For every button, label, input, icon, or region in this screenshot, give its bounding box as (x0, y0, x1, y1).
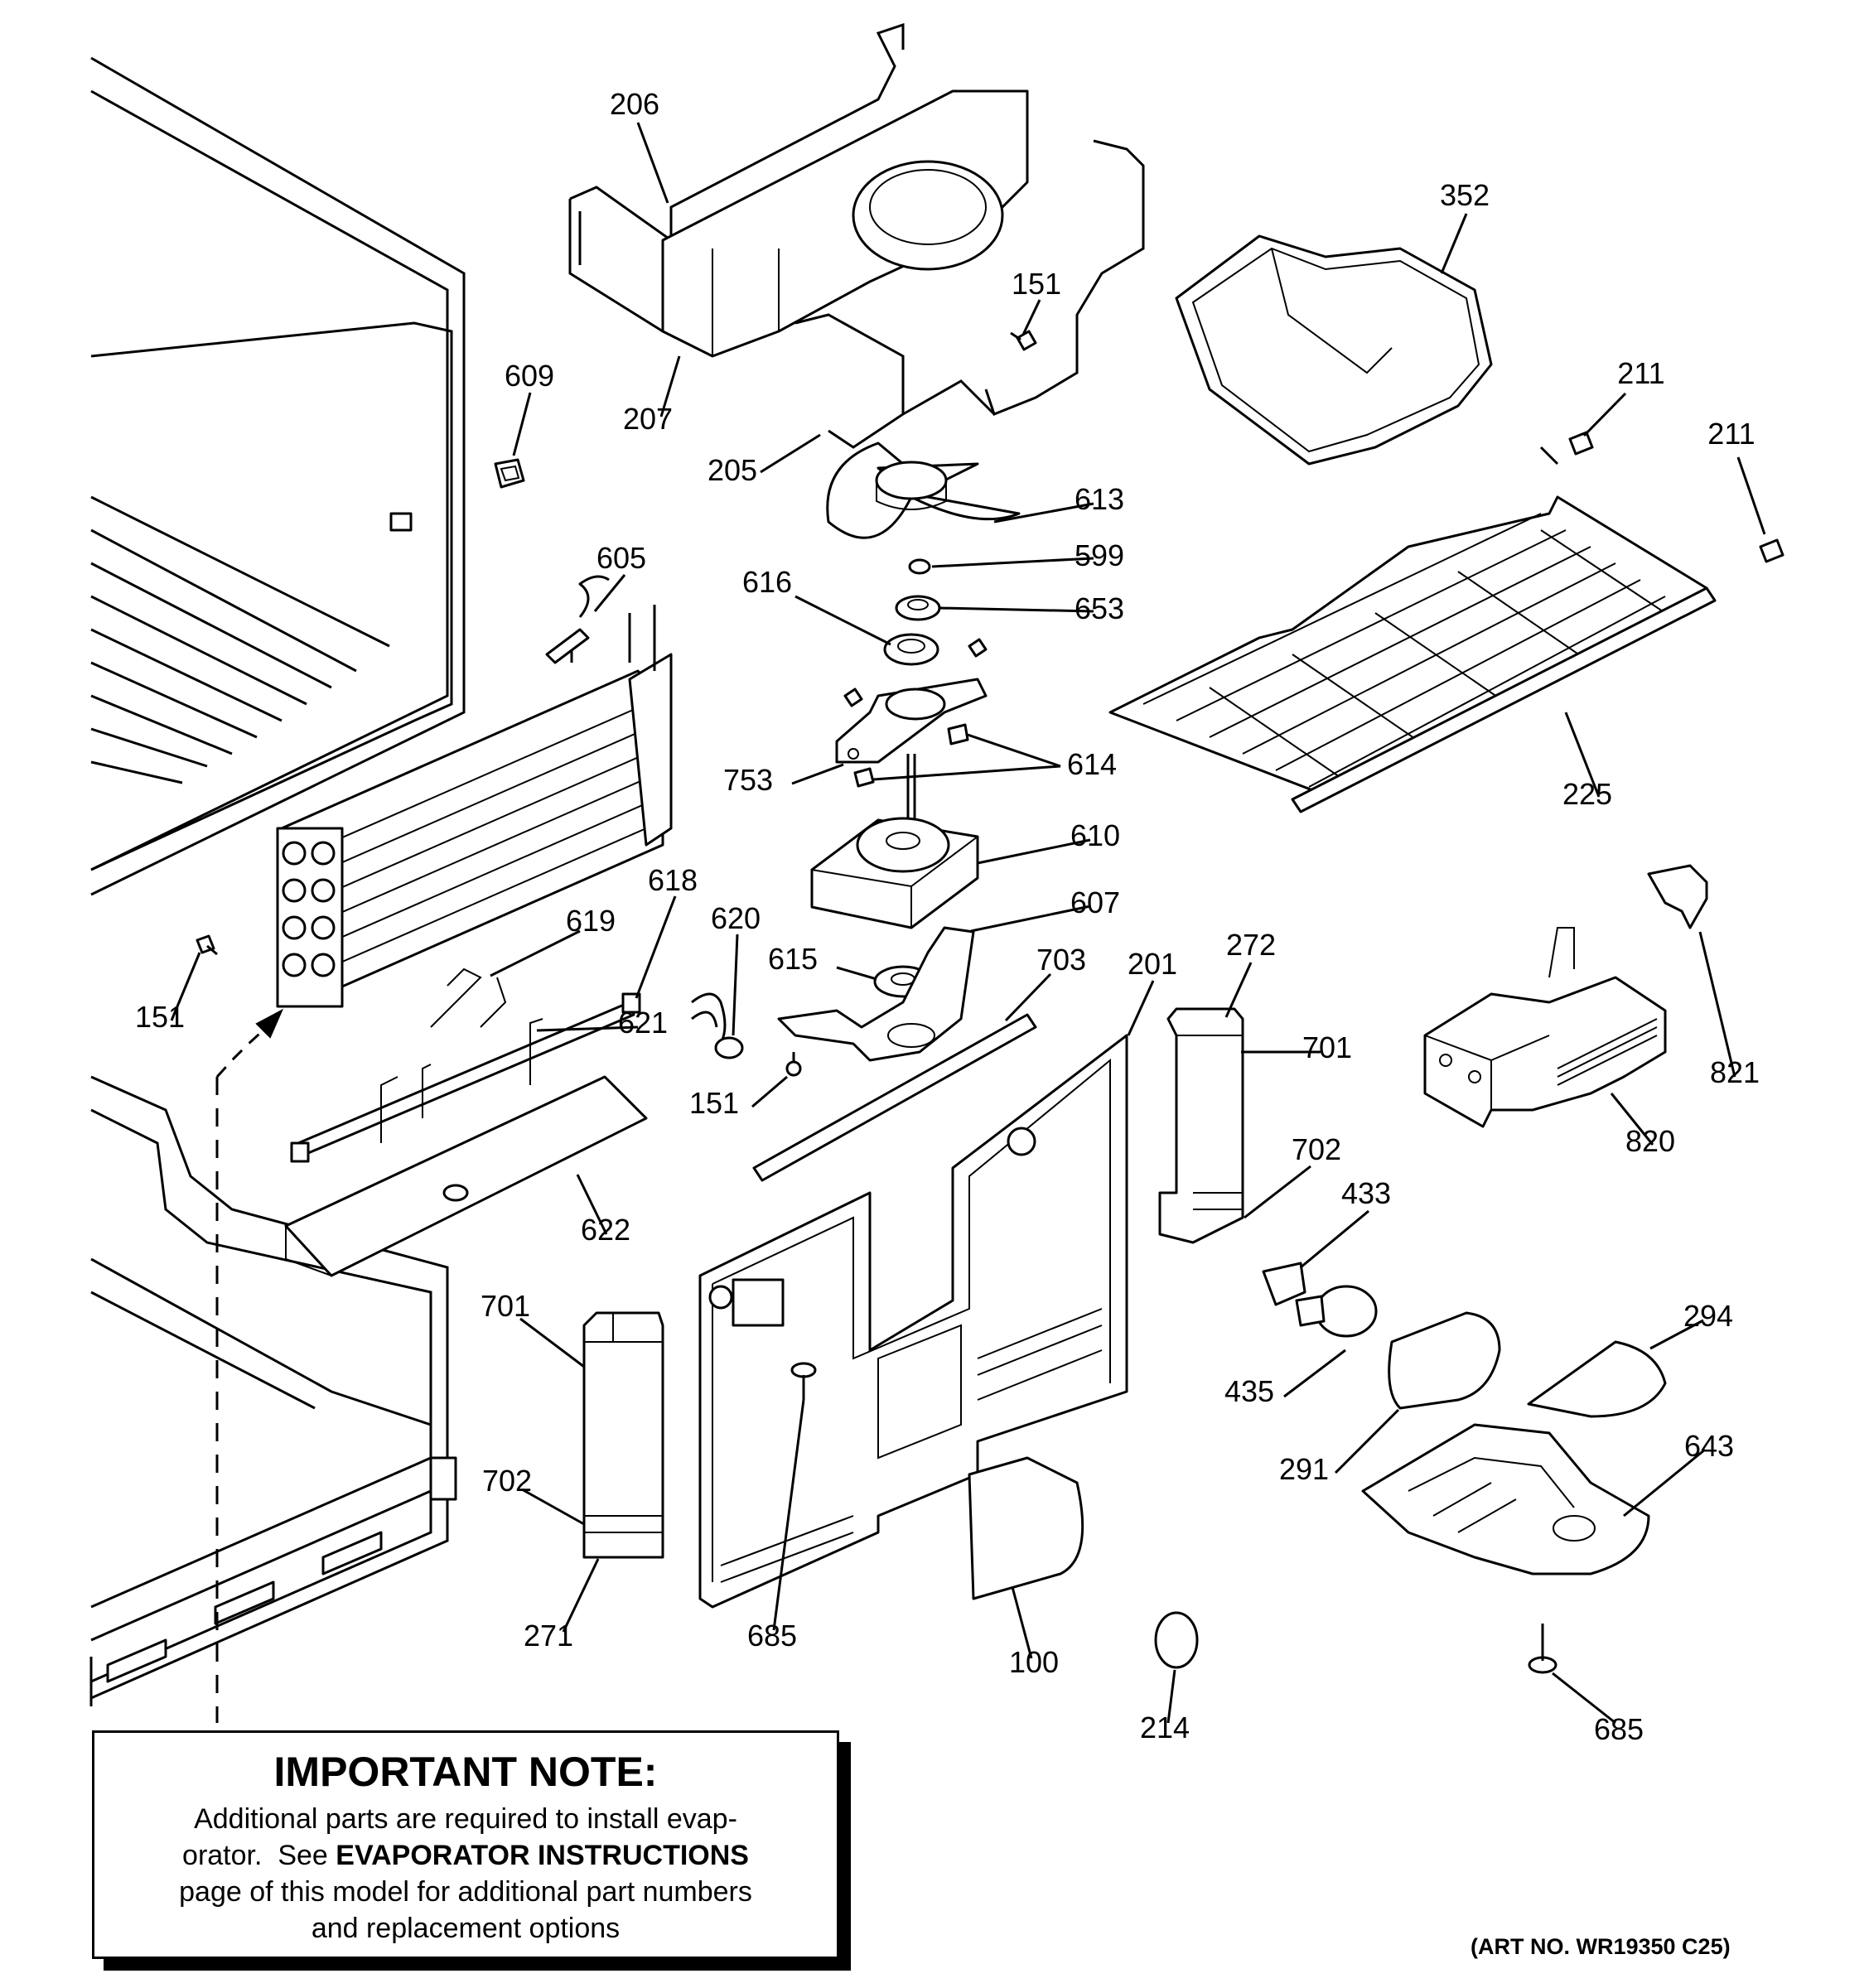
callout-labels: 206 207 205 151 352 211 211 609 613 599 653 616 605 6… (135, 87, 1760, 1746)
screw-685-panel (790, 1362, 817, 1400)
fan-motor (810, 754, 979, 929)
important-note-box: IMPORTANT NOTE: Additional parts are req… (92, 1730, 839, 1959)
clip-211a (1568, 431, 1594, 456)
callout-c433: 433 (1341, 1176, 1391, 1210)
callout-c685a: 685 (747, 1619, 797, 1653)
callout-c615: 615 (768, 942, 818, 976)
callout-c702b: 702 (482, 1464, 532, 1498)
callout-c352: 352 (1440, 178, 1490, 212)
cabinet-outline (89, 56, 466, 1706)
callout-c820: 820 (1625, 1124, 1675, 1158)
motor-bracket-753 (835, 678, 988, 764)
callout-c100: 100 (1009, 1645, 1059, 1679)
callout-c622: 622 (581, 1213, 630, 1247)
callout-c201: 201 (1128, 947, 1177, 981)
leader-lines (170, 122, 1766, 1725)
callout-c211b: 211 (1707, 417, 1755, 451)
callout-c821: 821 (1710, 1055, 1760, 1089)
note-line-4: and replacement options (311, 1913, 621, 1944)
callout-c151c: 151 (689, 1086, 739, 1120)
callout-c599: 599 (1075, 538, 1124, 572)
screw-151-left (196, 934, 218, 956)
light-housing (1361, 1423, 1650, 1575)
air-duct-upper (1158, 1007, 1244, 1244)
callout-c205: 205 (708, 453, 757, 487)
cover-294 (1527, 1340, 1667, 1418)
note-body: Additional parts are required to install… (94, 1801, 837, 1947)
light-shield (1388, 1311, 1501, 1410)
cup-100 (968, 1456, 1084, 1600)
bracket-607 (777, 926, 975, 1062)
note-title: IMPORTANT NOTE: (273, 1749, 658, 1795)
screw-685-right (1528, 1624, 1558, 1674)
grommet-614a (947, 723, 969, 746)
callout-c214: 214 (1140, 1711, 1190, 1744)
callout-c207: 207 (623, 402, 673, 436)
callout-c225: 225 (1562, 777, 1612, 811)
callout-c620: 620 (711, 901, 761, 935)
note-line-2: orator. See EVAPORATOR INSTRUCTIONS (94, 1837, 837, 1874)
callout-c272: 272 (1226, 928, 1276, 962)
screws-616 (843, 638, 988, 707)
wire-shelf (1108, 446, 1717, 813)
callout-c151a: 151 (1012, 267, 1061, 301)
callout-c621: 621 (618, 1006, 668, 1040)
callout-c435: 435 (1224, 1374, 1274, 1408)
air-duct-lower (582, 1311, 664, 1559)
drain-trough (284, 1075, 648, 1277)
callout-c151b: 151 (135, 1000, 185, 1034)
callout-c703: 703 (1036, 943, 1086, 977)
callout-c291: 291 (1279, 1452, 1329, 1486)
callout-c294: 294 (1683, 1299, 1733, 1333)
callout-c607: 607 (1070, 885, 1120, 919)
callout-c610: 610 (1070, 818, 1120, 852)
callout-c613: 613 (1075, 482, 1124, 516)
callout-c618: 618 (648, 863, 698, 897)
callout-c753: 753 (723, 763, 773, 797)
callout-c271: 271 (524, 1619, 573, 1653)
clip-211b (1759, 538, 1784, 563)
evaporator-arrowhead (255, 1008, 284, 1039)
callout-c609: 609 (505, 359, 554, 393)
screw-151-top (1010, 330, 1037, 351)
callout-c685b: 685 (1594, 1712, 1644, 1746)
callout-c701b: 701 (481, 1289, 530, 1323)
cap-214 (1154, 1611, 1199, 1669)
callout-c619: 619 (566, 904, 616, 938)
evaporator-arrow (215, 1025, 268, 1078)
light-socket (1262, 1262, 1306, 1306)
part-620 (691, 992, 744, 1059)
defrost-heater (290, 967, 641, 1163)
screw-151-bottom (785, 1052, 802, 1077)
art-number: (ART NO. WR19350 C25) (1471, 1934, 1731, 1959)
callout-c702a: 702 (1292, 1132, 1341, 1166)
fan-shroud (568, 22, 1145, 449)
callout-c643: 643 (1684, 1429, 1734, 1463)
callout-c653: 653 (1075, 591, 1124, 625)
note-line-3: page of this model for additional part n… (179, 1876, 752, 1908)
part-599 (908, 558, 931, 575)
note-line-1: Additional parts are required to install… (194, 1803, 737, 1835)
callout-c701a: 701 (1302, 1030, 1352, 1064)
callout-c614: 614 (1067, 747, 1117, 781)
evaporator (276, 575, 673, 1008)
rear-panel (698, 1034, 1128, 1609)
fan-blade (826, 442, 1021, 539)
clip-821 (1647, 864, 1708, 929)
note-line-2-prefix: orator. See (182, 1840, 336, 1871)
ice-maker (1423, 927, 1667, 1128)
part-616 (883, 633, 939, 666)
callout-c605: 605 (596, 541, 646, 575)
part-653 (895, 595, 941, 621)
evaporator-instructions-link: EVAPORATOR INSTRUCTIONS (336, 1840, 749, 1871)
ice-bucket (1175, 234, 1493, 466)
grommet-614b (853, 767, 875, 788)
callout-c211a: 211 (1617, 356, 1664, 390)
callout-c206: 206 (610, 87, 659, 121)
light-bulb (1295, 1285, 1378, 1338)
part-609 (494, 458, 525, 489)
strip-703 (752, 1013, 1037, 1182)
callout-c616: 616 (742, 565, 792, 599)
